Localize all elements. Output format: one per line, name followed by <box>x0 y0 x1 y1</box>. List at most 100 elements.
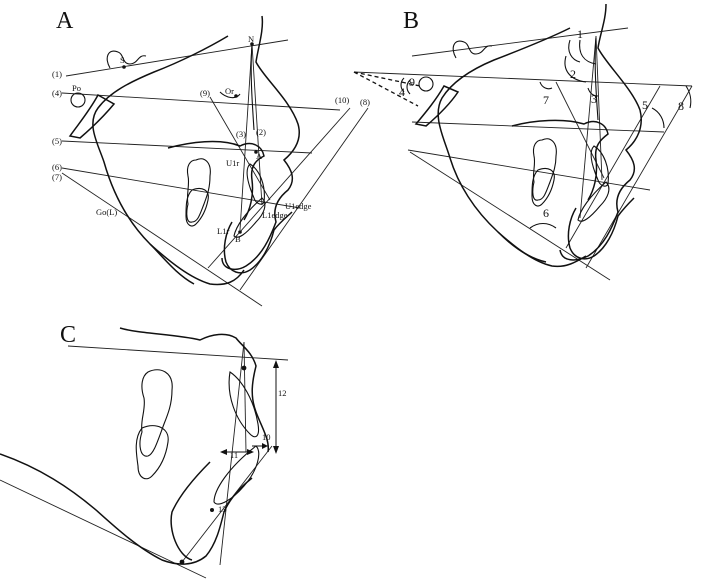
panel-b-labels: 1 2 3 4 5 6 7 8 9 <box>399 27 684 220</box>
label-b: B <box>235 234 241 244</box>
c-menton-point <box>179 559 185 565</box>
c-a-point <box>241 365 247 371</box>
label-line-7: (7) <box>52 172 62 182</box>
panel-b-reference-lines <box>353 27 693 281</box>
b-soft-tissue-profile <box>559 3 642 261</box>
c-maxilla-outline <box>119 327 270 453</box>
label-or: Or <box>225 86 234 96</box>
label-u1edge: U1edge <box>285 201 312 211</box>
b-lower-incisor <box>577 181 610 222</box>
b-sella-turcica <box>452 40 493 59</box>
angle-label-9: 9 <box>409 75 415 89</box>
a-point <box>254 150 258 154</box>
panel-c-reference-lines <box>0 341 289 579</box>
panel-a-letter: A <box>56 8 74 34</box>
b-chin-outline <box>567 197 635 260</box>
label-line-10: (10) <box>335 95 349 105</box>
mandible-lower-border <box>149 243 245 286</box>
angle-label-1: 1 <box>577 27 583 41</box>
porion-circle <box>70 92 86 108</box>
soft-tissue-profile <box>221 15 300 271</box>
panel-b-angle-arcs <box>400 39 692 229</box>
angle-arc-4 <box>406 79 411 95</box>
panel-b-letter: B <box>403 8 419 34</box>
angle-arc-3 <box>587 87 599 97</box>
line-6-occlusal <box>61 167 301 209</box>
panel-a-outlines <box>68 15 300 286</box>
angle-arc-7 <box>539 81 553 90</box>
angle-label-7: 7 <box>543 93 549 107</box>
measure-12-arrow-bottom <box>273 446 279 454</box>
chin-outline <box>223 211 293 274</box>
maxilla-outline <box>167 140 265 221</box>
b-line-nb <box>595 35 603 181</box>
c-mandible-lower-border <box>0 453 253 565</box>
molar-lower <box>185 187 209 227</box>
measure-10-arrow <box>262 443 268 449</box>
label-line-2: (2) <box>256 127 266 137</box>
panel-c-outlines <box>0 327 270 565</box>
c-symphysis-outline <box>170 461 211 561</box>
c-molar-upper <box>139 369 173 457</box>
label-line-1: (1) <box>52 69 62 79</box>
label-l1edge: L1edge <box>262 210 288 220</box>
label-s: S <box>120 55 125 65</box>
c-upper-incisor <box>228 371 260 438</box>
b-molar-lower <box>531 167 555 207</box>
b-line-facial <box>585 85 693 269</box>
c-line-palatal <box>67 345 289 361</box>
measure-label-11: 11 <box>230 450 238 460</box>
panel-c: C <box>0 322 289 579</box>
b-line-sn <box>411 27 629 57</box>
line-9 <box>209 96 271 201</box>
b-line-fh <box>353 71 693 87</box>
angle-label-5: 5 <box>642 98 648 112</box>
angle-label-2: 2 <box>570 67 576 81</box>
b-molar-upper <box>532 138 557 201</box>
line-3-na <box>239 43 253 231</box>
label-line-5: (5) <box>52 136 62 146</box>
b-dashed-line-upper <box>353 71 421 87</box>
c-molar-lower <box>135 425 169 480</box>
s-point <box>122 65 126 69</box>
orbitale-curve <box>219 91 241 99</box>
b-line-na <box>579 35 597 219</box>
angle-arc-2 <box>564 55 587 83</box>
angle-label-3: 3 <box>591 92 597 106</box>
label-line-6: (6) <box>52 162 62 172</box>
lower-incisor <box>233 197 266 238</box>
b-nasal-bone <box>594 37 599 121</box>
b-upper-incisor <box>590 145 609 187</box>
label-line-4: (4) <box>52 88 62 98</box>
label-u1r: U1r <box>226 158 239 168</box>
angle-label-4: 4 <box>399 85 405 99</box>
angle-arc-8 <box>685 85 692 109</box>
panel-b-outlines <box>414 3 642 268</box>
label-po: Po <box>72 83 81 93</box>
line-10 <box>207 107 351 269</box>
panel-a-labels: S N Po Or A B U1r L1r U1edge L1edge Go(L… <box>52 34 370 244</box>
measure-12-arrow-top <box>273 360 279 368</box>
b-maxilla-outline <box>511 119 609 201</box>
nasal-bone <box>250 45 255 131</box>
sella-turcica <box>106 50 147 69</box>
measure-label-12: 12 <box>278 388 287 398</box>
measure-11-arrow-left <box>220 449 227 455</box>
b-line-occlusal <box>407 149 651 191</box>
panel-c-letter: C <box>60 322 76 348</box>
label-line-3: (3) <box>236 129 246 139</box>
measure-11-arrow-right <box>247 449 254 455</box>
line-1-sn <box>65 39 289 77</box>
line-4-fh <box>61 92 341 111</box>
angle-arc-1 <box>568 39 581 63</box>
c-b-point <box>210 508 214 512</box>
line-2-nb <box>251 43 263 206</box>
upper-incisor <box>246 163 265 205</box>
panel-c-measurements <box>179 360 279 565</box>
line-7-mandibular <box>61 172 263 307</box>
label-a: A <box>256 151 263 161</box>
label-line-8: (8) <box>360 97 370 107</box>
panel-c-labels: 10 11 12 13 <box>218 388 287 514</box>
molar-upper <box>186 158 211 223</box>
